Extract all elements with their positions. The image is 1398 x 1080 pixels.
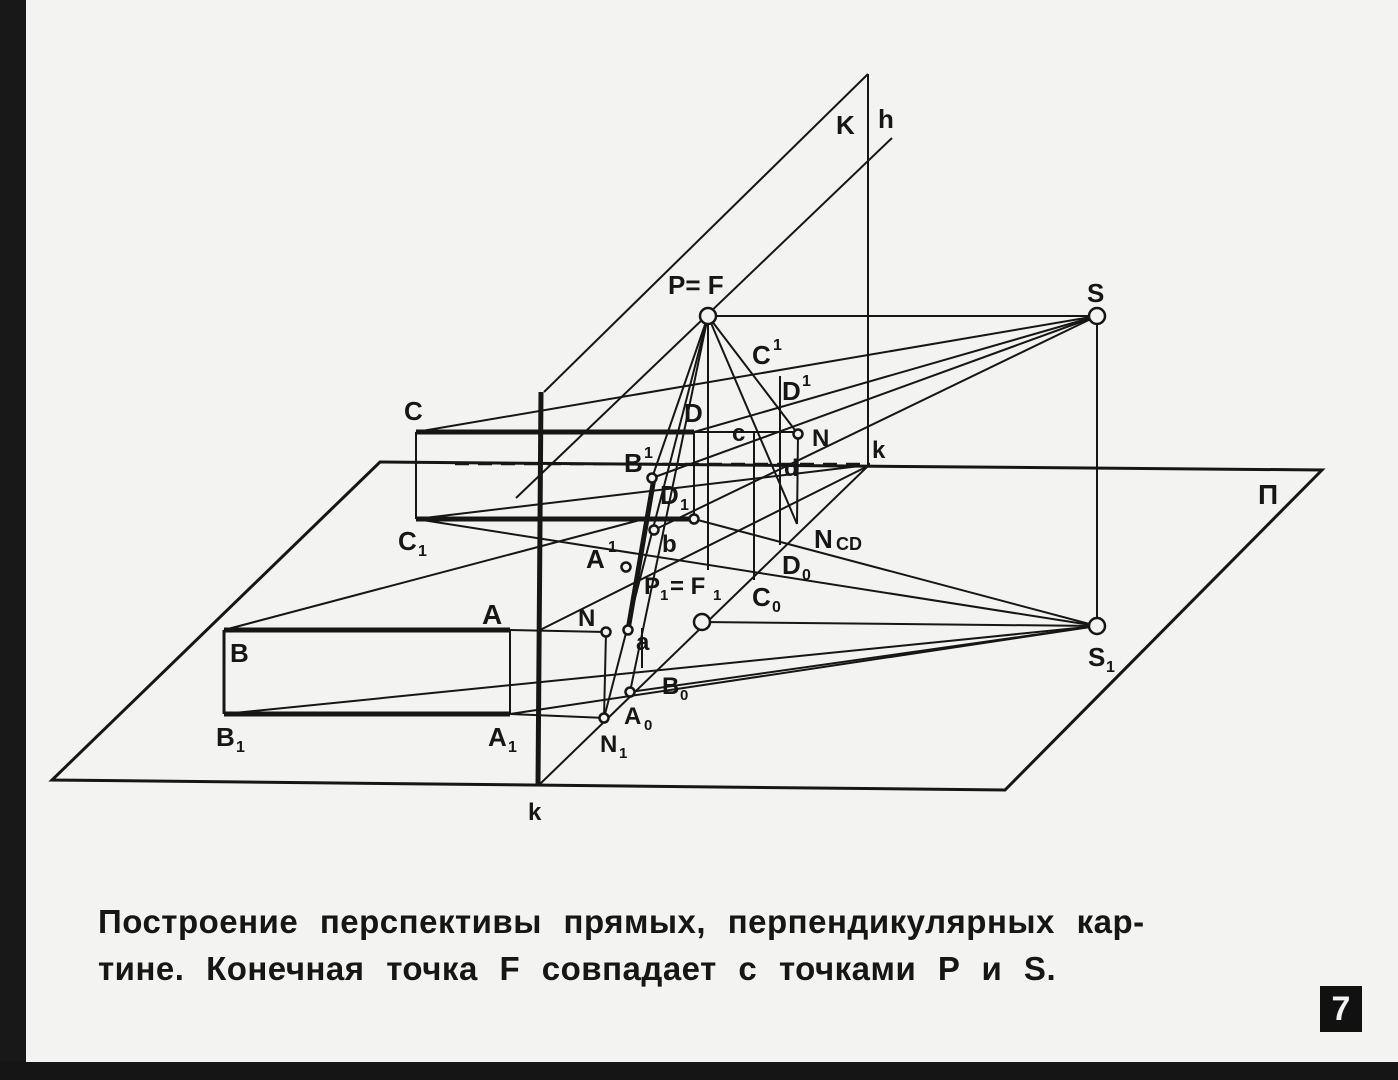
label-d0: D [782,550,801,580]
label-ncd: N [814,524,833,554]
ray-s1-b [223,625,1098,715]
label-s1: S [1088,642,1105,672]
label-d-sup1-sup: 1 [802,373,811,390]
line-d0-c0 [539,465,869,631]
label-c0-sub: 0 [772,599,781,616]
label-k-bottom: k [528,799,542,826]
caption-line-1: Построение перспективы прямых, перпендик… [98,903,1145,940]
label-b0: B [662,673,679,700]
label-p-f: P= F [668,270,724,300]
label-a1-sub: 1 [508,739,517,756]
point-a [622,624,634,636]
point-b1-up [646,472,658,484]
line-c1-ground [415,465,861,520]
label-a-sup1: A [586,544,605,574]
label-b-sup1: B [624,448,643,478]
label-k-right: k [872,437,886,464]
ray-s-b1 [653,315,1098,531]
ray-s1-a0 [629,625,1098,693]
ray-s1-d [693,518,1098,627]
point-n-top [792,428,804,440]
perspective-segment [625,477,657,631]
ray-f-a0 [603,315,709,719]
point-d1 [688,513,700,525]
label-b-sup1-sup: 1 [644,445,653,462]
picture-plane-left [535,391,544,787]
point-a0 [624,686,636,698]
picture-plane-top [543,73,869,393]
point-b [648,524,660,536]
label-d1-sub: 1 [680,497,689,514]
label-c1: C [398,526,417,556]
label-b1-sub: 1 [236,739,245,756]
point-f1 [692,612,712,632]
label-pi: П [1258,479,1278,510]
label-c-small: c [732,420,745,447]
label-s: S [1087,278,1104,308]
label-ncd-sub: CD [836,534,862,554]
label-a-small: a [636,629,650,656]
page-number: 7 [1320,986,1362,1032]
label-d-sup1: D [782,376,801,406]
caption-line-2: тине. Конечная точка F совпадает с точка… [98,950,1057,987]
vertical-n-ncd [796,433,799,525]
ray-s-c1 [693,315,1098,433]
ray-f-d1 [651,315,709,479]
label-c-sup1-sup: 1 [773,337,782,354]
line-a-n [509,629,607,633]
vertical-n-n1 [603,631,607,719]
label-n1-sub: 1 [619,745,627,762]
line-a1-n1 [509,713,607,719]
label-d-small: d [784,455,799,482]
label-h: h [878,104,894,134]
point-n1 [598,712,610,724]
ray-s1-f1 [701,621,1098,627]
point-s [1087,306,1107,326]
label-c-sup1: C [752,340,771,370]
label-a0: A [624,703,641,730]
label-p1-f1: P [644,573,660,600]
point-a1-up [620,561,632,573]
label-d0-sub: 0 [802,567,811,584]
label-b-small: b [662,531,677,558]
point-s1 [1087,616,1107,636]
label-a1: A [488,722,507,752]
label-c: C [404,396,423,426]
label-n-top: N [812,425,829,452]
ground-plane [48,460,1326,792]
caption: Построение перспективы прямых, перпендик… [98,898,1298,992]
point-n-mid [600,626,612,638]
label-p1-eq-f: = F [670,573,705,600]
point-f [698,306,718,326]
label-d: D [684,398,703,428]
label-f1-sub: 1 [713,587,721,604]
label-b: B [230,638,249,668]
label-b1: B [216,722,235,752]
label-s1-sub: 1 [1106,659,1115,676]
label-c1-sub: 1 [418,543,427,560]
label-a-sup1-sup: 1 [608,539,617,556]
film-frame-bottom [0,1062,1398,1080]
slide-paper [26,0,1398,1062]
line-b-ground [223,519,641,631]
ray-s-c [415,315,1098,433]
film-frame-edge [0,0,26,1080]
label-n-mid: N [578,605,595,632]
label-b0-sub: 0 [680,687,688,704]
label-a: A [482,599,502,630]
label-a0-sub: 0 [644,717,652,734]
label-n1: N [600,731,617,758]
ray-s1-c1 [415,518,1098,627]
label-d1: D [660,480,679,510]
label-p1-sub: 1 [660,587,668,604]
ray-f-ncd [707,315,798,525]
label-k: K [836,110,855,140]
label-c0: C [752,582,771,612]
ray-s-d1 [651,315,1098,479]
